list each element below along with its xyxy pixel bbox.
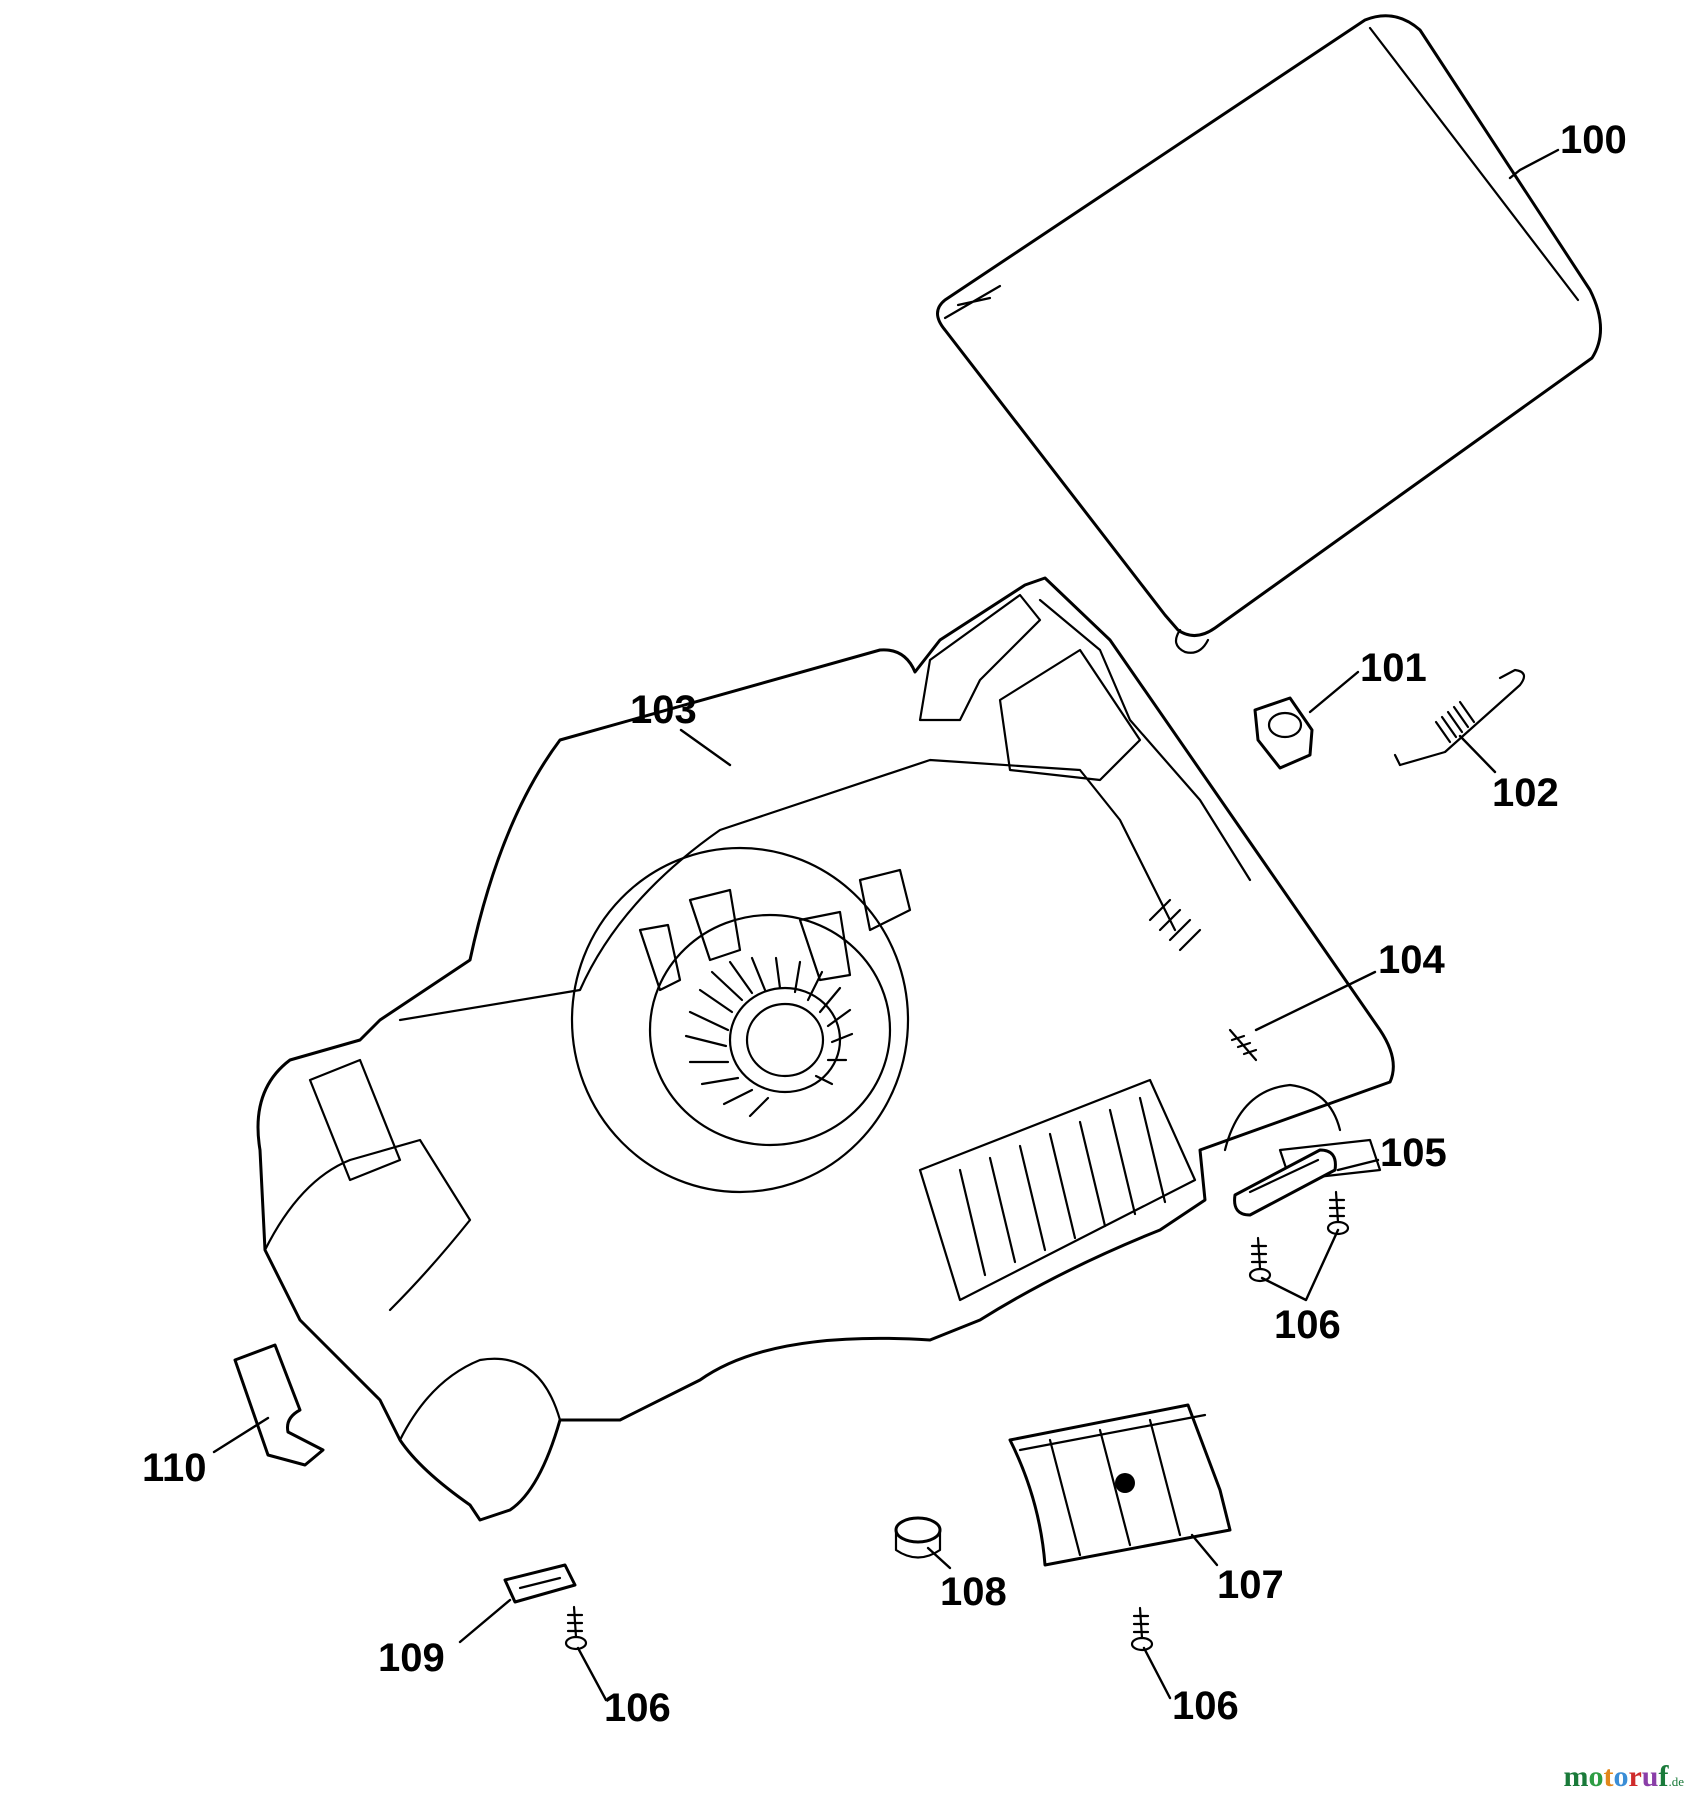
watermark-letter: o [1588,1760,1604,1793]
part-108-cap [894,1516,942,1559]
callout-106-bottom-right: 106 [1172,1684,1239,1728]
watermark-suffix: .de [1668,1774,1684,1789]
callout-103: 103 [630,688,697,732]
part-103-housing [256,576,1395,1522]
watermark-letter: m [1563,1760,1589,1793]
callout-109: 109 [378,1636,445,1680]
watermark-letter: u [1641,1760,1659,1793]
part-104-screw [1228,1028,1258,1062]
part-106-screws [564,1190,1350,1652]
part-102-spring [1393,668,1526,767]
callout-110: 110 [142,1446,207,1490]
part-110-label [233,1343,325,1467]
part-109-latch [503,1563,577,1604]
callout-106-right: 106 [1274,1303,1341,1347]
callout-102: 102 [1492,771,1559,815]
leader-lines [212,148,1560,1702]
part-107-flap [1008,1403,1232,1567]
watermark-letter: o [1613,1760,1629,1793]
callout-107: 107 [1217,1563,1284,1607]
callout-105: 105 [1380,1131,1447,1175]
callout-101: 101 [1360,646,1427,690]
callout-100: 100 [1560,118,1627,162]
watermark-letter: f [1658,1760,1669,1793]
watermark-letter: r [1628,1760,1642,1793]
part-105-bracket [1233,1148,1337,1217]
part-100-cover [936,14,1602,654]
callout-106-bottom-left: 106 [604,1686,671,1730]
callout-104: 104 [1378,938,1445,982]
watermark-letter: t [1603,1760,1614,1793]
callout-108: 108 [940,1570,1007,1614]
motoruf-watermark: motoruf.de [1563,1762,1684,1792]
part-101-block [1253,696,1314,770]
